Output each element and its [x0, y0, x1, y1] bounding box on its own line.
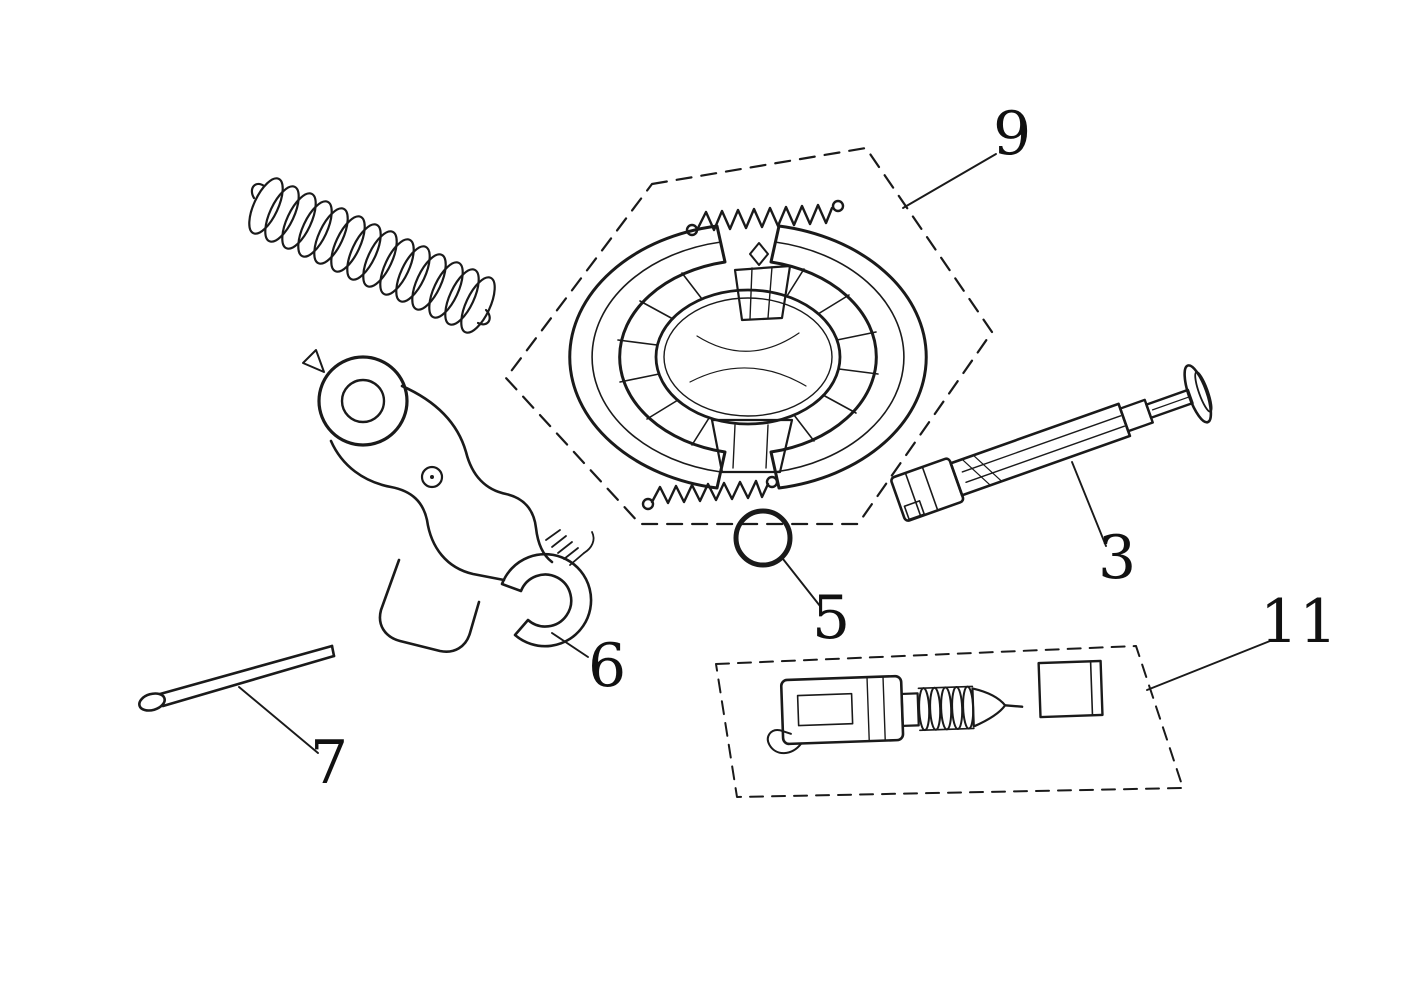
- arm-clip-spring: [545, 529, 595, 566]
- arm-foot: [378, 558, 481, 653]
- needle-valve-part: [766, 659, 1104, 755]
- hub-opening: [654, 288, 842, 426]
- leader-line-11: [1146, 640, 1271, 691]
- callout-label-11: 11: [1260, 587, 1339, 657]
- brake-shoe-assembly: [568, 199, 928, 511]
- leader-line-7: [238, 686, 319, 754]
- rod-tip: [138, 692, 166, 712]
- callout-label-9: 9: [993, 99, 1033, 169]
- o-ring-part: [733, 508, 793, 568]
- callout-label-5: 5: [812, 583, 852, 653]
- top-return-spring: [685, 199, 845, 237]
- valve-clip-wire: [766, 729, 803, 755]
- bottom-return-spring: [641, 475, 779, 511]
- coil-spring-part: [248, 177, 496, 334]
- arm-hole: [420, 465, 444, 489]
- callout-leader-lines: [238, 153, 1271, 754]
- spring-hook-left: [250, 182, 266, 200]
- top-anchor-pin: [749, 242, 769, 266]
- valve-needle: [1003, 704, 1024, 708]
- leader-line-5: [782, 558, 821, 607]
- shoe-web-ribs: [617, 268, 879, 446]
- valve-cone-tip: [971, 687, 1007, 728]
- bottom-anchor-block: [710, 418, 794, 474]
- valve-threads: [917, 685, 975, 732]
- spring-hook-right: [476, 308, 491, 326]
- brake-shoe-right: [769, 224, 928, 490]
- leader-line-9: [902, 153, 997, 209]
- valve-kit-outline: [715, 645, 1184, 798]
- arm-notch: [302, 349, 325, 373]
- callout-label-3: 3: [1098, 523, 1138, 593]
- leader-line-6: [551, 632, 589, 658]
- callout-label-7: 7: [310, 728, 350, 798]
- leader-line-3: [1071, 461, 1107, 547]
- brake-camshaft-part: [890, 364, 1213, 522]
- brake-shoe-group-outline: [504, 146, 994, 526]
- adjuster-rod-part: [138, 644, 336, 712]
- arm-cable-hook: [500, 552, 593, 648]
- brake-arm-part: [302, 349, 595, 653]
- brake-shoe-left: [568, 224, 727, 490]
- valve-kit-square-piece: [1037, 659, 1104, 719]
- callout-label-6: 6: [588, 631, 628, 701]
- cam-body: [949, 402, 1132, 497]
- arm-eye-ring: [317, 355, 409, 447]
